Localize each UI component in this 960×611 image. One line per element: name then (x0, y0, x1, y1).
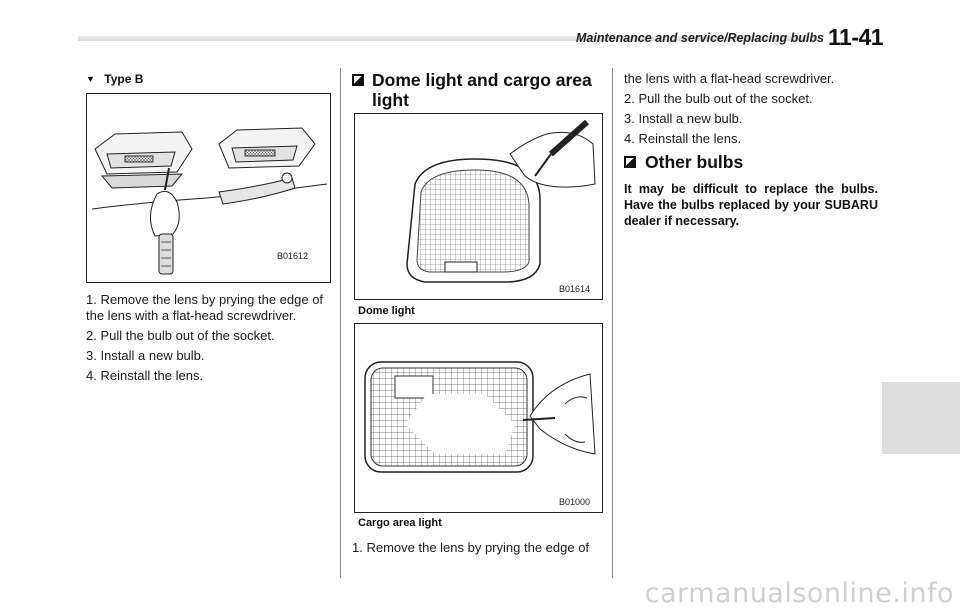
figure-code: B01000 (559, 497, 590, 507)
section-square-icon (352, 74, 364, 86)
left-step-1: 1. Remove the lens by prying the edge of… (86, 292, 324, 323)
watermark: carmanualsonline.info (644, 578, 954, 609)
right-step-3: 3. Install a new bulb. (624, 111, 743, 126)
other-bulbs-heading: Other bulbs (645, 152, 744, 172)
left-step-3: 3. Install a new bulb. (86, 348, 205, 363)
type-b-heading: ▼ Type B (86, 72, 143, 86)
figure-code: B01614 (559, 284, 590, 294)
triangle-bullet-icon: ▼ (86, 74, 95, 84)
other-bulbs-note: It may be difficult to replace the bulbs… (624, 182, 878, 228)
column-divider-left (340, 68, 341, 578)
page-number: 11-41 (828, 24, 884, 50)
figure-cargo-light: B01000 (354, 323, 603, 513)
figure-code: B01612 (277, 251, 308, 261)
chapter-side-tab (882, 382, 960, 454)
cargo-light-illustration: B01000 (364, 361, 596, 507)
right-step-2: 2. Pull the bulb out of the socket. (624, 91, 813, 106)
section-square-icon (624, 156, 636, 168)
left-step-4: 4. Reinstall the lens. (86, 368, 204, 383)
running-header-title: Maintenance and service/Replacing bulbs (576, 31, 824, 45)
middle-step-1: 1. Remove the lens by prying the edge of (352, 540, 590, 555)
figure-type-b: B01612 (86, 93, 331, 283)
cargo-light-caption: Cargo area light (358, 517, 442, 529)
type-b-label: Type B (104, 72, 144, 86)
left-step-2: 2. Pull the bulb out of the socket. (86, 328, 275, 343)
header-rule (78, 36, 820, 41)
left-steps: 1. Remove the lens by prying the edge of… (86, 292, 331, 384)
column-divider-right (612, 68, 613, 578)
figure-dome-light: B01614 (354, 113, 603, 300)
right-steps: the lens with a flat-head screwdriver. 2… (624, 71, 879, 147)
right-step-4: 4. Reinstall the lens. (624, 131, 742, 146)
dome-light-illustration: B01614 (406, 119, 596, 294)
dome-light-caption: Dome light (358, 305, 415, 317)
overhead-lamp-illustration: B01612 (91, 127, 328, 275)
dome-cargo-heading: Dome light and cargo area light (372, 70, 592, 110)
right-step-1-continuation: the lens with a flat-head screwdriver. (624, 71, 835, 86)
